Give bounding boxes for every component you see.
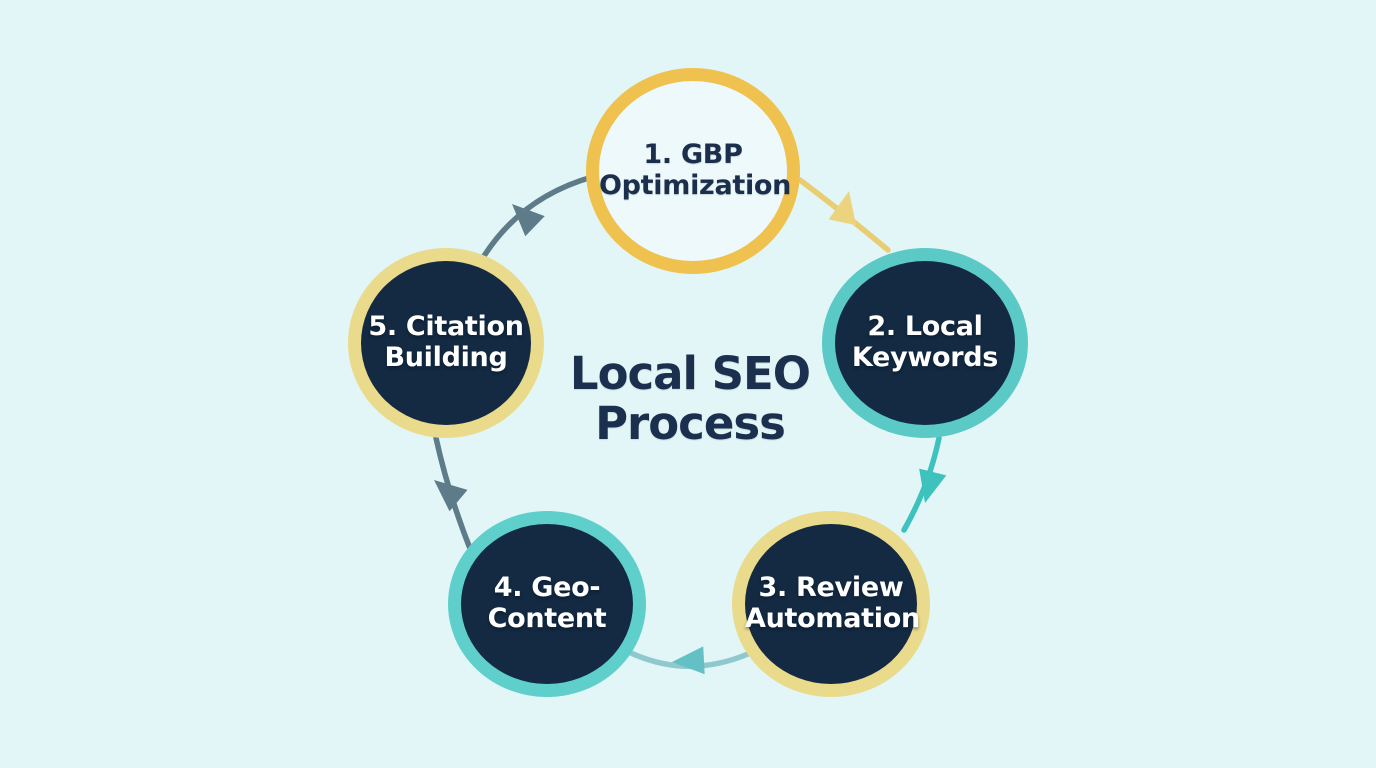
arrowhead-keywords-to-review-icon bbox=[919, 468, 947, 503]
connector-citation-to-gbp bbox=[481, 174, 595, 259]
diagram-title-text: Local SEO Process bbox=[569, 347, 811, 450]
diagram-title: Local SEO Process bbox=[538, 349, 842, 448]
step-label-review-automation: 3. Review Automation bbox=[745, 572, 920, 634]
step-circle-gbp-optimization: 1. GBP Optimization bbox=[586, 68, 800, 274]
step-circle-local-keywords: 2. Local Keywords bbox=[822, 248, 1028, 438]
step-label-geo-content: 4. Geo-Content bbox=[487, 572, 607, 634]
step-circle-geo-content: 4. Geo-Content bbox=[448, 511, 646, 697]
step-label-gbp-optimization: 1. GBP Optimization bbox=[599, 139, 792, 201]
step-label-local-keywords: 2. Local Keywords bbox=[851, 311, 999, 373]
arrowhead-review-to-geocontent-icon bbox=[672, 646, 705, 675]
step-circle-review-automation: 3. Review Automation bbox=[732, 511, 930, 697]
arrowhead-citation-to-gbp-icon bbox=[512, 204, 545, 237]
step-label-citation-building: 5. Citation Building bbox=[368, 311, 524, 373]
step-circle-citation-building: 5. Citation Building bbox=[348, 248, 544, 438]
arrowhead-gbp-to-keywords-icon bbox=[828, 191, 857, 226]
arrowhead-geocontent-to-citation-icon bbox=[434, 480, 468, 512]
